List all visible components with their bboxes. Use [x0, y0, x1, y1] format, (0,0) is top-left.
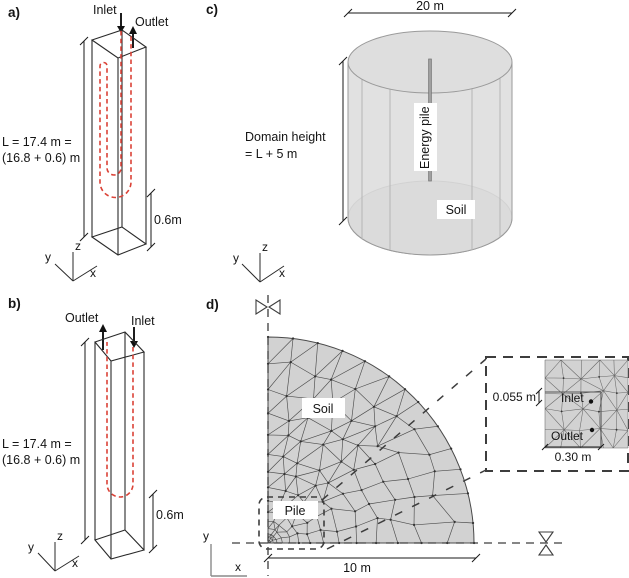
axis-y-label-c: y: [233, 251, 239, 265]
soil-label-c: Soil: [446, 203, 467, 217]
length-label-a-line1: L = 17.4 m =: [2, 135, 72, 149]
axis-z-label-b: z: [57, 529, 63, 543]
diameter-label: 20 m: [416, 0, 444, 13]
u-tube-pipe-a: [99, 31, 132, 199]
diameter-dimension-line: [343, 8, 517, 18]
panel-c: c) 20 m Energy pile Soil Domain height =…: [206, 0, 517, 283]
symmetry-bowtie-top-left: [255, 298, 269, 316]
symmetry-bowtie-top-right: [267, 298, 281, 316]
axis-z-label-c: z: [262, 240, 268, 254]
pile-width-dimension-line: [541, 443, 605, 451]
pile-width-label: 0.30 m: [555, 450, 592, 464]
inset-inlet-label: Inlet: [561, 391, 584, 405]
panel-a: a) Inlet Outlet L = 17.4 m = (16.8 + 0.6…: [2, 3, 182, 282]
axis-x-label-c: x: [279, 266, 285, 280]
outlet-arrow-head: [129, 26, 137, 34]
length-label-a-line2: (16.8 + 0.6) m: [2, 151, 80, 165]
energy-pile-label: Energy pile: [418, 106, 432, 169]
pile-wireframe-box-a: [90, 29, 148, 256]
length-dimension-line-b: [80, 337, 90, 545]
axes-corner-d: [210, 544, 247, 577]
pile-label: Pile: [285, 504, 306, 518]
outlet-pipe-dot: [589, 427, 595, 433]
panel-a-outlet-label: Outlet: [135, 15, 169, 29]
inset-mesh-lines: [544, 359, 629, 449]
panel-b-inlet-label: Inlet: [131, 314, 155, 328]
cylinder-seam-lines: [361, 78, 501, 250]
inset-pile-edges: [545, 391, 602, 448]
radius-label: 10 m: [343, 561, 371, 575]
panel-b-outlet-label: Outlet: [65, 311, 99, 325]
axis-y-label-d: y: [203, 529, 209, 543]
axis-z-label-a: z: [75, 239, 81, 253]
embedment-label-a: 0.6m: [154, 213, 182, 227]
embedment-dimension-line-b: [148, 489, 158, 554]
pile-zoom-dashed-box: [258, 496, 325, 550]
axis-x-label-b: x: [72, 556, 78, 570]
pile-wireframe-box-b: [94, 331, 146, 560]
axes-triad-c: [241, 253, 285, 283]
symmetry-bowtie-right-lower: [537, 544, 555, 556]
domain-height-label-line2: = L + 5 m: [245, 147, 297, 161]
length-label-b-line2: (16.8 + 0.6) m: [2, 453, 80, 467]
soil-label-bg-c: [437, 200, 475, 219]
energy-pile-label-bg: [414, 103, 437, 171]
inlet-pipe-dot: [588, 399, 594, 404]
pile-inset: 0.055 m Inlet Outlet 0.30 m: [485, 356, 629, 472]
axes-triad-a: [54, 252, 98, 282]
embedment-label-b: 0.6m: [156, 508, 184, 522]
soil-label-d: Soil: [313, 402, 334, 416]
panel-a-tag: a): [8, 5, 20, 20]
panel-d-tag: d): [206, 297, 219, 312]
inset-dashed-box: [485, 356, 629, 472]
panel-d: d) Pile Soil 10 m y x: [203, 295, 629, 577]
panel-b: b) Outlet Inlet L = 17.4 m = (16.8 + 0.6…: [2, 296, 184, 572]
pipe-depth-label: 0.055 m: [493, 390, 536, 404]
length-dimension-line-a: [79, 36, 89, 242]
axes-triad-b: [37, 542, 80, 572]
axis-x-label-d: x: [235, 560, 241, 574]
axis-y-label-a: y: [45, 250, 51, 264]
inset-mesh-vertex-dots: [560, 376, 618, 431]
radius-dimension-line: [263, 553, 481, 563]
length-label-b-line1: L = 17.4 m =: [2, 437, 72, 451]
domain-height-dimension-line: [338, 56, 348, 226]
inset-mesh: [544, 359, 629, 449]
pipe-depth-dimension-line: [535, 387, 543, 407]
panel-a-inlet-label: Inlet: [93, 3, 117, 17]
soil-label-bg-d: [302, 398, 345, 418]
panel-c-tag: c): [206, 2, 218, 17]
u-tube-pipe-b: [106, 342, 134, 498]
pile-label-bg: [273, 501, 318, 519]
embedment-dimension-line-a: [146, 188, 156, 252]
inlet-arrow-head-b: [130, 341, 138, 348]
axis-x-label-a: x: [90, 266, 96, 280]
panel-b-tag: b): [8, 296, 21, 311]
inlet-arrow-head: [117, 26, 125, 33]
symmetry-bowtie-right-upper: [537, 531, 555, 543]
axis-y-label-b: y: [28, 540, 34, 554]
domain-height-label-line1: Domain height: [245, 130, 326, 144]
inset-outlet-label: Outlet: [551, 429, 584, 443]
outlet-arrow-head-b: [99, 324, 107, 332]
